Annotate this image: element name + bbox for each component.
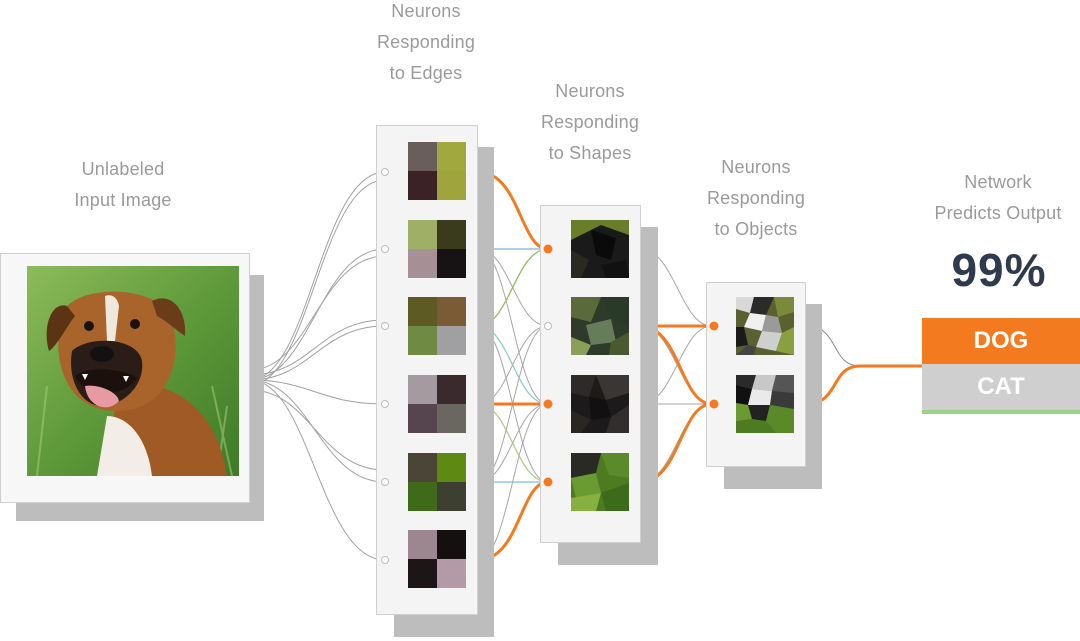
edge-pattern-icon (408, 530, 466, 588)
output-class-dog: DOG (922, 318, 1080, 364)
edge-neuron-4 (408, 375, 466, 433)
edge-pattern-icon (408, 375, 466, 433)
output-class-cat: CAT (922, 364, 1080, 410)
shape-neuron-1 (571, 220, 629, 278)
input-to-edges-wires (249, 171, 386, 561)
edge-pattern-icon (408, 220, 466, 278)
input-label: Unlabeled Input Image (74, 159, 172, 210)
edge-pattern-icon (408, 453, 466, 511)
edge-neuron-2 (408, 220, 466, 278)
output-label: Network Predicts Output (934, 172, 1062, 223)
objects-to-output-wires (805, 325, 922, 406)
edge-neuron-5 (408, 453, 466, 511)
edge-neuron-6 (408, 530, 466, 588)
shape-neuron-4 (571, 453, 629, 511)
shape-neuron-2 (571, 297, 629, 355)
edge-pattern-icon (408, 142, 466, 200)
shapes-label: Neurons Responding to Shapes (540, 81, 640, 163)
edge-pattern-icon (408, 297, 466, 355)
shape-pattern-icon (571, 453, 629, 511)
shape-neuron-3 (571, 375, 629, 433)
object-neuron-1 (736, 297, 794, 355)
edge-neuron-3 (408, 297, 466, 355)
object-pattern-icon (736, 375, 794, 433)
dog-photo (27, 266, 239, 476)
dog-photo-icon (27, 266, 239, 476)
shape-pattern-icon (571, 297, 629, 355)
confidence-percent: 99% (951, 244, 1047, 296)
object-pattern-icon (736, 297, 794, 355)
object-neuron-2 (736, 375, 794, 433)
edges-label: Neurons Responding to Edges (376, 1, 476, 83)
shape-pattern-icon (571, 220, 629, 278)
shape-pattern-icon (571, 375, 629, 433)
edge-neuron-1 (408, 142, 466, 200)
objects-label: Neurons Responding to Objects (706, 157, 806, 239)
output-underline (922, 410, 1080, 414)
